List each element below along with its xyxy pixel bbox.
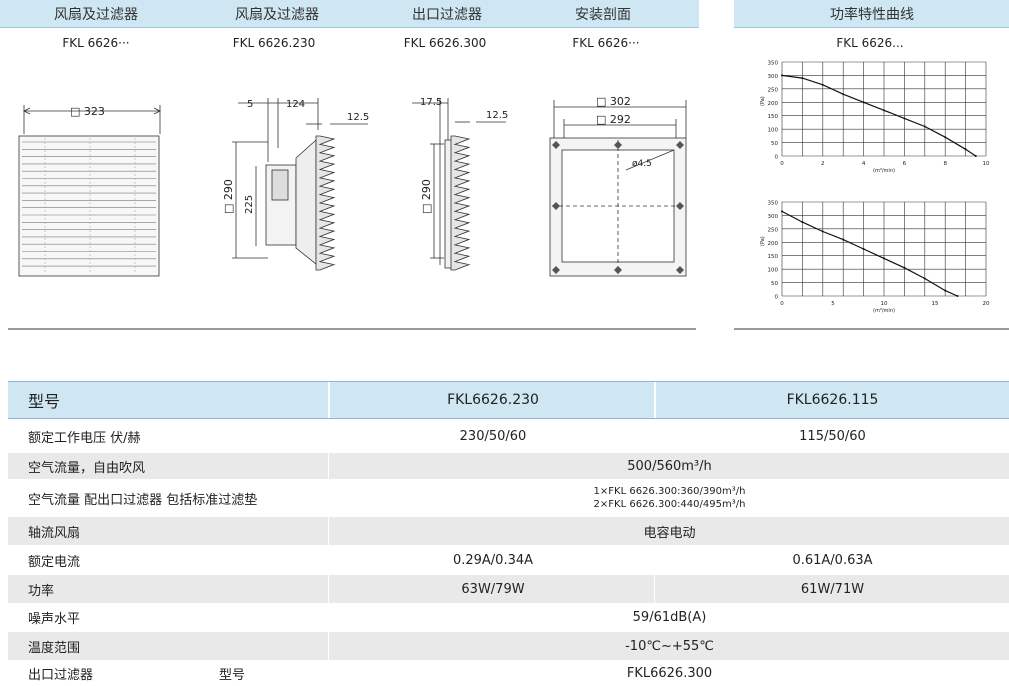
y-tick-label: 300 — [768, 214, 779, 220]
data-point — [956, 295, 959, 297]
data-point — [923, 277, 926, 280]
side-flange-dim: 12.5 — [347, 112, 369, 123]
table-row: 额定工作电压 伏/赫 230/50/60 115/50/60 — [28, 428, 866, 446]
x-tick-label: 5 — [831, 301, 835, 307]
y-tick-label: 50 — [771, 281, 778, 287]
x-tick-label: 15 — [932, 301, 939, 307]
model-outlet-filter: FKL 6626.300 — [403, 36, 487, 50]
header-fan-filter-1: 风扇及过滤器 — [54, 7, 138, 23]
x-tick-label: 2 — [821, 161, 825, 167]
performance-chart-1: 0 50 100 150 200 250 300 350 0 2 4 6 8 10 (Pa) (m³/min) — [760, 61, 990, 175]
data-point — [781, 74, 783, 77]
y-tick-label: 100 — [768, 128, 779, 134]
hole-dim: ø4.5 — [632, 159, 652, 169]
data-point — [842, 93, 845, 96]
table-row: 温度范围 -10℃~+55℃ — [8, 632, 1009, 660]
outlet-height-dim: □ 290 — [420, 179, 433, 214]
y-tick-label: 50 — [771, 141, 778, 147]
header-fan-filter-2: 风扇及过滤器 — [235, 7, 319, 23]
side-view-drawing: 5 124 12.5 □ 290 225 — [222, 98, 369, 271]
y-axis-label: (Pa) — [760, 236, 766, 246]
cutout-outer-dim: □ 302 — [596, 95, 631, 108]
outlet-filter-drawing: 17.5 12.5 □ 290 — [412, 97, 508, 271]
data-point — [801, 77, 804, 80]
cutout-inner-dim: □ 292 — [596, 113, 631, 126]
model-install-section: FKL 6626··· — [572, 36, 640, 50]
x-tick-label: 0 — [780, 301, 784, 307]
table-row: 空气流量，自由吹风 500/560m³/h — [8, 453, 1009, 479]
y-tick-label: 250 — [768, 227, 779, 233]
y-tick-label: 250 — [768, 87, 779, 93]
data-point — [974, 155, 977, 157]
x-tick-label: 4 — [862, 161, 866, 167]
y-tick-label: 200 — [768, 101, 779, 107]
data-point — [862, 101, 865, 104]
curve-header-bar: 功率特性曲线 — [734, 0, 1009, 28]
data-point — [923, 125, 926, 128]
model-fan-filter-1: FKL 6626··· — [62, 36, 130, 50]
spec-header-row: 型号 FKL6626.230 FKL6626.115 — [8, 381, 1009, 419]
y-axis-label: (Pa) — [760, 96, 766, 106]
data-point — [781, 210, 783, 213]
table-row: 出口过滤器 型号 FKL6626.300 — [28, 665, 713, 683]
y-tick-label: 200 — [768, 241, 779, 247]
side-depth-dim: 124 — [286, 99, 305, 110]
cutout-drawing: □ 302 □ 292 ø4.5 — [549, 95, 687, 277]
data-point — [821, 83, 824, 86]
drawings-bottom-rule — [8, 328, 696, 330]
data-point — [801, 221, 804, 224]
data-point — [903, 266, 906, 269]
data-point — [944, 136, 947, 139]
y-tick-label: 150 — [768, 114, 779, 120]
outlet-top-left-dim: 17.5 — [420, 97, 442, 108]
x-tick-label: 10 — [881, 301, 888, 307]
data-point — [883, 109, 885, 112]
y-tick-label: 0 — [775, 295, 779, 301]
table-row: 空气流量 配出口过滤器 包括标准过滤垫 1×FKL 6626.300:360/3… — [28, 486, 746, 510]
table-row: 额定电流 0.29A/0.34A 0.61A/0.63A — [28, 552, 873, 570]
side-top-left-dim: 5 — [247, 99, 253, 110]
y-tick-label: 0 — [775, 155, 779, 161]
y-tick-label: 300 — [768, 74, 779, 80]
header-install-section: 安装剖面 — [575, 7, 631, 23]
header-outlet-filter: 出口过滤器 — [412, 7, 482, 23]
y-tick-label: 350 — [768, 61, 779, 67]
data-point — [842, 238, 845, 241]
x-axis-label: (m³/min) — [873, 308, 895, 314]
table-row: 噪声水平 59/61dB(A) — [28, 610, 707, 627]
curve-bottom-rule — [734, 328, 1009, 330]
data-point — [821, 230, 824, 233]
y-tick-label: 350 — [768, 201, 779, 207]
x-tick-label: 10 — [983, 161, 990, 167]
header-performance-curve: 功率特性曲线 — [830, 7, 914, 23]
table-row: 轴流风扇 电容电动 — [8, 517, 1009, 545]
x-tick-label: 6 — [903, 161, 907, 167]
series-line — [781, 210, 958, 297]
data-point — [944, 289, 947, 292]
data-point — [862, 248, 865, 250]
front-width-dim: □ 323 — [70, 105, 105, 118]
table-row: 功率 63W/79W 61W/71W — [8, 575, 1009, 603]
side-inner-dim: 225 — [244, 195, 255, 214]
data-point — [903, 117, 906, 120]
x-tick-label: 20 — [983, 301, 990, 307]
performance-chart-2: 0 50 100 150 200 250 300 350 0 5 10 15 20 (Pa) (m³/min… — [760, 201, 990, 315]
y-tick-label: 150 — [768, 254, 779, 260]
front-view-drawing: □ 323 — [18, 105, 161, 277]
model-performance-curve: FKL 6626... — [836, 36, 904, 50]
x-tick-label: 8 — [943, 161, 947, 167]
x-tick-label: 0 — [780, 161, 784, 167]
model-fan-filter-2: FKL 6626.230 — [232, 36, 316, 50]
data-point — [964, 148, 967, 151]
data-point — [883, 257, 885, 260]
spec-header-label: 型号 — [28, 392, 61, 411]
side-height-dim: □ 290 — [222, 179, 235, 214]
spec-header-col1: FKL6626.230 — [447, 392, 539, 408]
x-axis-label: (m³/min) — [873, 168, 895, 174]
y-tick-label: 100 — [768, 268, 779, 274]
spec-header-col2: FKL6626.115 — [786, 392, 879, 408]
outlet-flange-dim: 12.5 — [486, 110, 508, 121]
drawings-header-bar: 风扇及过滤器 风扇及过滤器 出口过滤器 安装剖面 — [0, 0, 699, 28]
spec-table: 型号 FKL6626.230 FKL6626.115 额定工作电压 伏/赫 23… — [8, 381, 1009, 686]
